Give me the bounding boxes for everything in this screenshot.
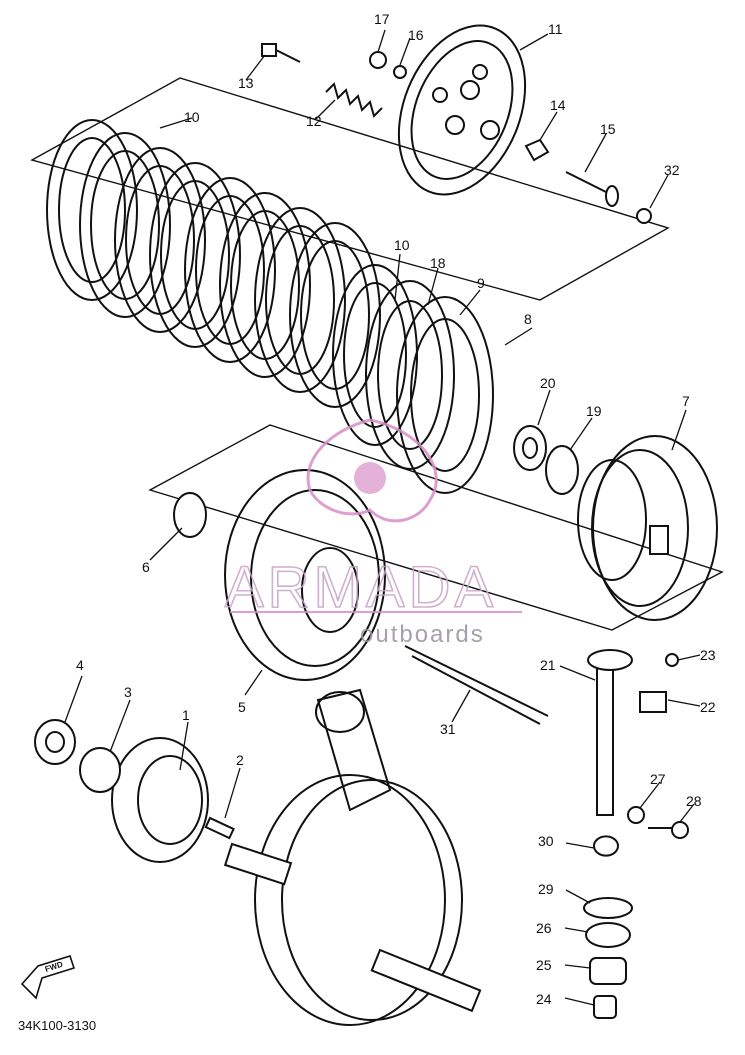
bearing-20 (513, 425, 547, 471)
bolt-23 (665, 653, 679, 667)
callout-21: 21 (540, 657, 556, 673)
callout-6: 6 (142, 559, 150, 575)
upper-group-frame (30, 77, 670, 301)
callout-26: 26 (536, 920, 552, 936)
callout-27: 27 (650, 771, 666, 787)
ball-32 (636, 208, 652, 224)
callout-1: 1 (182, 707, 190, 723)
lower-group-frame (148, 424, 724, 631)
watermark-logo-icon (306, 418, 438, 523)
bracket-22 (639, 691, 667, 713)
callout-30: 30 (538, 833, 554, 849)
callout-25: 25 (536, 957, 552, 973)
callout-18: 18 (430, 255, 446, 271)
callout-16: 16 (408, 27, 424, 43)
callout-23: 23 (700, 647, 716, 663)
callout-24: 24 (536, 991, 552, 1007)
clutch-plate-stack (46, 119, 494, 494)
washer-16 (393, 65, 407, 79)
callout-7: 7 (682, 393, 690, 409)
callout-10-lower: 10 (394, 237, 410, 253)
clutch-spring (325, 82, 383, 118)
watermark-subtitle: outboards (360, 621, 485, 648)
circlip-24 (593, 995, 617, 1019)
callout-29: 29 (538, 881, 554, 897)
nut-17 (369, 51, 387, 69)
callout-32: 32 (664, 162, 680, 178)
callout-20: 20 (540, 375, 556, 391)
key-2 (204, 816, 235, 840)
callout-9: 9 (477, 275, 485, 291)
washer-27 (627, 806, 645, 824)
callout-8: 8 (524, 311, 532, 327)
drawing-code: 34K100-3130 (18, 1018, 96, 1033)
callout-12: 12 (306, 113, 322, 129)
bolt-13 (261, 43, 301, 63)
primary-drive-gear (111, 737, 209, 863)
fwd-arrow-icon: FWD (20, 955, 76, 1000)
push-lever-shaft (587, 649, 633, 816)
leader-lines (64, 29, 701, 1006)
push-rod-15 (565, 171, 619, 207)
clutch-boss (224, 469, 386, 681)
callout-31: 31 (440, 721, 456, 737)
watermark: ARMADA outboards (224, 418, 522, 648)
callout-3: 3 (124, 684, 132, 700)
pressure-plate (397, 24, 527, 196)
thrust-plate-6 (173, 492, 207, 538)
push-rod-31 (404, 645, 549, 725)
callout-11: 11 (548, 21, 563, 37)
callout-22: 22 (700, 699, 716, 715)
oil-seal-26 (585, 922, 631, 948)
bolt-28 (648, 821, 689, 839)
callout-13: 13 (238, 75, 254, 91)
washer-29 (583, 897, 633, 919)
callout-19: 19 (586, 403, 602, 419)
primary-driven-gear (577, 435, 718, 621)
callout-28: 28 (686, 793, 702, 809)
callouts: 1 2 3 4 5 6 7 8 9 10 10 11 12 13 14 15 1… (76, 11, 716, 1007)
watermark-brand: ARMADA (225, 555, 497, 620)
oil-seal-4 (34, 719, 76, 765)
nut-14 (524, 138, 550, 162)
callout-10-upper: 10 (184, 109, 200, 125)
callout-17: 17 (374, 11, 390, 27)
callout-5: 5 (238, 699, 246, 715)
callout-2: 2 (236, 752, 244, 768)
crankshaft (223, 688, 482, 1026)
callout-4: 4 (76, 657, 84, 673)
callout-14: 14 (550, 97, 566, 113)
spring-30 (593, 835, 620, 857)
callout-15: 15 (600, 121, 616, 137)
bearing-25 (589, 957, 627, 985)
washer-19 (545, 445, 579, 495)
washer-3 (79, 747, 121, 793)
